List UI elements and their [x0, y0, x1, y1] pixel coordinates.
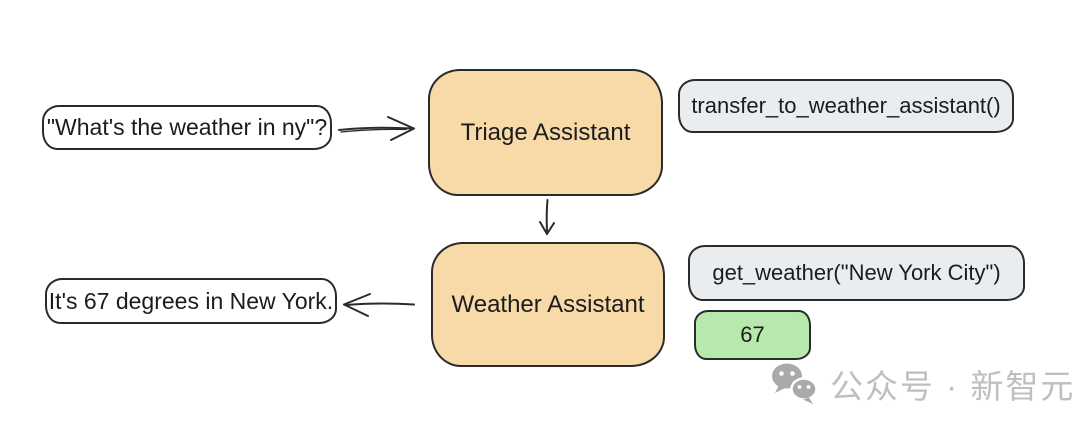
transfer-call-pill: transfer_to_weather_assistant()	[678, 79, 1014, 133]
user-query-bubble: "What's the weather in ny"?	[42, 105, 332, 150]
triage-assistant-node: Triage Assistant	[428, 69, 663, 196]
wechat-icon	[770, 361, 818, 407]
weather-result-pill: 67	[694, 310, 811, 360]
watermark: 公众号 · 新智元	[770, 360, 1075, 408]
get-weather-call-pill: get_weather("New York City")	[688, 245, 1025, 301]
arrow-triage-to-weather-icon	[533, 198, 561, 238]
arrow-user-to-triage-icon	[336, 111, 418, 145]
arrow-weather-to-response-icon	[341, 289, 417, 321]
watermark-text: 公众号 · 新智元	[830, 368, 1076, 405]
final-response-bubble: It's 67 degrees in New York.	[45, 278, 337, 324]
weather-assistant-node: Weather Assistant	[431, 242, 665, 367]
